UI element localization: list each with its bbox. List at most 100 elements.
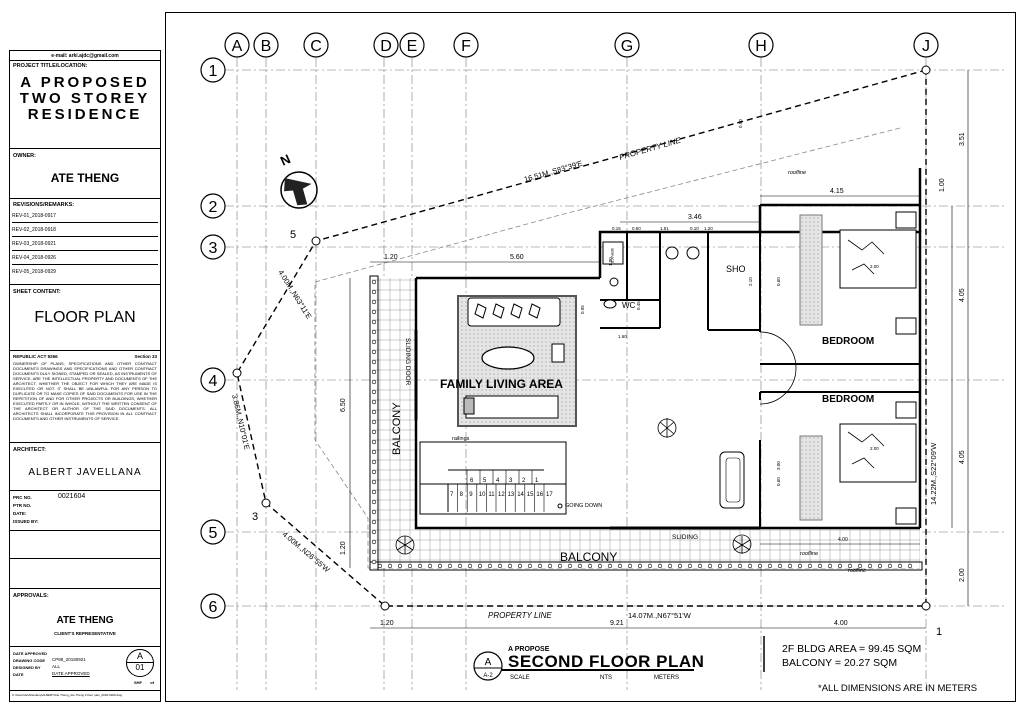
dim-1-60: 1.60 (618, 334, 627, 339)
railing-post (867, 563, 873, 569)
dimension-lines (349, 70, 969, 629)
railing-post (577, 563, 583, 569)
balcony-left-floor (372, 278, 416, 568)
railing-post (647, 563, 653, 569)
railing-post (371, 329, 377, 335)
railing-post (757, 563, 763, 569)
railing-post (787, 563, 793, 569)
bearing-north: 16.51M.,S83°39'E (523, 159, 583, 184)
balcony-left-label: BALCONY (391, 402, 403, 455)
railing-post (437, 563, 443, 569)
title-block: e-mail: arki.ajdc@gmail.com PROJECT TITL… (9, 50, 161, 702)
grid-bubble-c (303, 32, 329, 58)
project-line-3: RESIDENCE (27, 106, 143, 123)
door-swing-bed1 (759, 331, 797, 369)
dim-4-15: 4.15 (830, 188, 844, 195)
railing-post (907, 563, 913, 569)
railing-post (371, 559, 377, 565)
date-value: DATE APPROVED (52, 671, 90, 676)
grid-bubble-5 (200, 519, 226, 545)
railing-post (567, 563, 573, 569)
railing-post (371, 499, 377, 505)
stair-number: 3 (509, 478, 513, 484)
ptr-label: PTR NO. (13, 503, 32, 508)
issued-label: ISSUED BY: (13, 519, 39, 524)
railing-post (417, 563, 423, 569)
dim-1-51: 1.51 (660, 226, 669, 231)
dim-3-00: 3.00 (776, 461, 781, 470)
dim-2-00b: 2.00 (870, 446, 879, 451)
title-bubble (473, 651, 503, 681)
dim-9-21: 9.21 (610, 620, 624, 627)
dim-5-60: 5.60 (510, 254, 524, 261)
railing-post (807, 563, 813, 569)
project-label: PROJECT TITLE/LOCATION: (13, 63, 88, 69)
project-section: PROJECT TITLE/LOCATION: A PROPOSED TWO S… (10, 61, 160, 149)
stair-number: 10 (479, 492, 486, 498)
sheet-letter: A (136, 651, 143, 661)
date-label-2: DATE (13, 672, 24, 677)
balcony-area: BALCONY = 20.27 SQM (782, 657, 897, 669)
property-line-top: PROPERTY LINE (618, 136, 682, 162)
grid-bubble-d (373, 32, 399, 58)
dim-1-00: 1.00 (608, 257, 613, 266)
dim-6-50: 6.50 (340, 398, 347, 412)
railing-post (887, 563, 893, 569)
date-approved-label: DATE APPROVED (13, 651, 48, 656)
stair-number: 2 (522, 478, 526, 484)
dim-1-20c: 1.20 (340, 541, 347, 555)
armchair (551, 343, 565, 363)
grid-bubble-h (748, 32, 774, 58)
dimensions-note: *ALL DIMENSIONS ARE IN METERS (818, 683, 977, 694)
railing-post (371, 509, 377, 515)
prc-label: PRC NO. (13, 495, 32, 500)
grid-bubble-4 (200, 367, 226, 393)
approvals-label: APPROVALS: (13, 593, 49, 599)
ra-label: REPUBLIC ACT 9266 (13, 354, 58, 359)
bearing-south: 14.07M.,N67°51'W (628, 611, 692, 620)
drawing-frame (165, 12, 1016, 702)
railing-post (667, 563, 673, 569)
railing-post (707, 563, 713, 569)
grid-label-c: C (310, 38, 322, 55)
balcony-railing-posts (369, 275, 923, 571)
email: e-mail: arki.ajdc@gmail.com (51, 53, 119, 59)
railing-post (371, 359, 377, 365)
ra-section: Section 33 (134, 354, 157, 359)
architect-label: ARCHITECT: (13, 447, 46, 453)
approvals-section: APPROVALS: ATE THENG CLIENT'S REPRESENTA… (10, 589, 160, 647)
grid-label-6: 6 (209, 599, 218, 616)
property-corners (232, 65, 931, 611)
railing-post (371, 349, 377, 355)
grid-bubble-g (614, 32, 640, 58)
bldg-area: 2F BLDG AREA = 99.45 SQM (782, 643, 921, 655)
stair-number: 1 (535, 478, 539, 484)
drawing-title: A A-2 A PROPOSE SECOND FLOOR PLAN SCALE … (473, 646, 704, 681)
railing-post (697, 563, 703, 569)
owner-label: OWNER: (13, 153, 36, 159)
corner-label-3: 3 (252, 511, 258, 523)
corner-label-1: 1 (936, 626, 942, 638)
railing-post (371, 309, 377, 315)
stair-number: 7 (450, 492, 454, 498)
railing-post (371, 319, 377, 325)
railing-post (677, 563, 683, 569)
prc-number: 0021604 (58, 493, 86, 500)
shf-label: SHF (134, 680, 142, 685)
roofline-label-1: roofline (788, 170, 806, 176)
railing-post (371, 519, 377, 525)
railing-post (371, 389, 377, 395)
revisions-section: REVISIONS/REMARKS: REV-01_2018-0917 REV-… (10, 199, 160, 285)
railing-post (371, 489, 377, 495)
railing-post (527, 563, 533, 569)
railing-post (517, 563, 523, 569)
railing-post (537, 563, 543, 569)
dim-2-00a: 2.00 (870, 264, 879, 269)
railing-post (747, 563, 753, 569)
lavatory (665, 246, 679, 260)
grid-bubble-e (399, 32, 425, 58)
bed1 (839, 229, 917, 289)
nightstand-2b (895, 507, 917, 525)
